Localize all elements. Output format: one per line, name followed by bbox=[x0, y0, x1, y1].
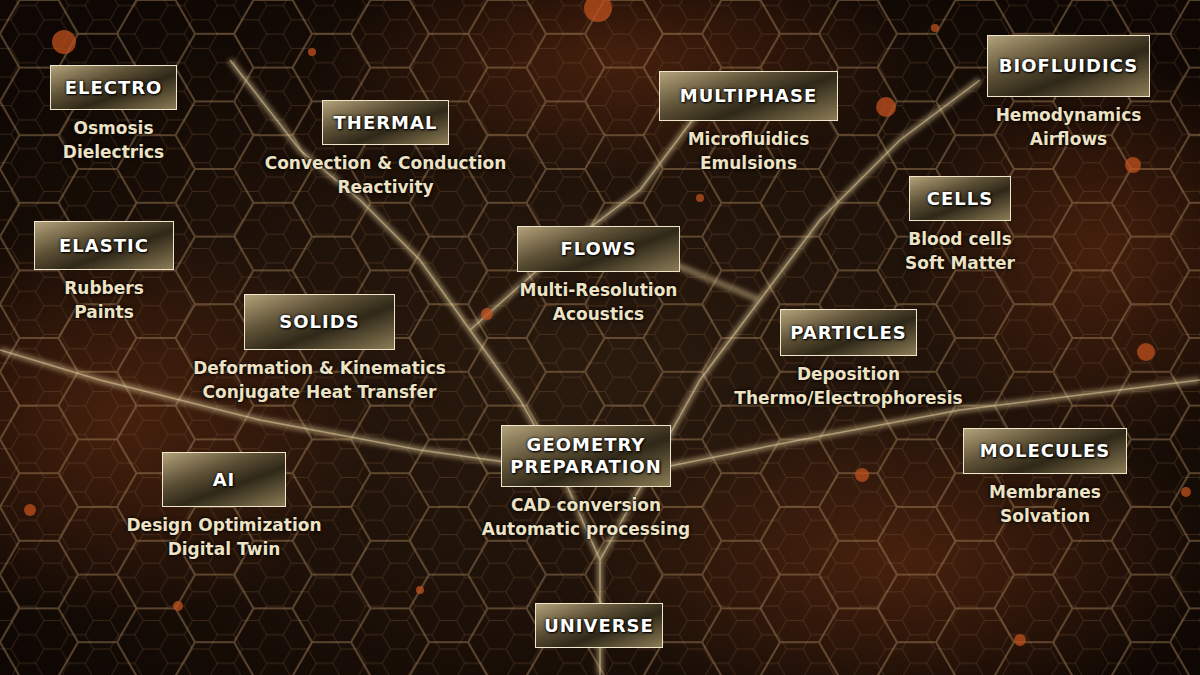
topic-title: CELLS bbox=[927, 188, 993, 210]
topic-item: Reactivity bbox=[337, 175, 433, 199]
topic-item: Conjugate Heat Transfer bbox=[203, 380, 437, 404]
topic-item: Rubbers bbox=[64, 276, 144, 300]
topic-item: Osmosis bbox=[73, 116, 153, 140]
topic-item: Digital Twin bbox=[168, 537, 281, 561]
topic-title: PARTICLES bbox=[790, 322, 906, 344]
topic-item: Airflows bbox=[1030, 127, 1107, 151]
topic-box: AI bbox=[162, 452, 286, 507]
topic-item: Design Optimization bbox=[127, 513, 322, 537]
topic-box: UNIVERSE bbox=[535, 603, 663, 648]
topic-node: FLOWS Multi-ResolutionAcoustics bbox=[517, 226, 680, 326]
topic-item: Dielectrics bbox=[63, 140, 164, 164]
topic-box: THERMAL bbox=[322, 100, 449, 145]
topic-title: GEOMETRY PREPARATION bbox=[510, 434, 662, 478]
topic-node: PARTICLES DepositionThermo/Electrophoresi… bbox=[734, 309, 962, 410]
topic-title: BIOFLUIDICS bbox=[999, 55, 1138, 77]
topic-item: Paints bbox=[74, 300, 134, 324]
topic-node: UNIVERSE bbox=[535, 603, 663, 648]
topic-box: FLOWS bbox=[517, 226, 680, 272]
topic-item: Emulsions bbox=[700, 151, 797, 175]
topic-item: Microfluidics bbox=[688, 127, 810, 151]
topic-title: ELECTRO bbox=[65, 77, 163, 99]
topic-title: SOLIDS bbox=[279, 311, 359, 333]
topic-box: BIOFLUIDICS bbox=[987, 35, 1150, 97]
topic-item: Deformation & Kinematics bbox=[193, 356, 446, 380]
topic-node: MOLECULES MembranesSolvation bbox=[963, 428, 1127, 528]
topic-item: Thermo/Electrophoresis bbox=[734, 386, 962, 410]
topic-box: CELLS bbox=[909, 176, 1011, 221]
topic-node: MULTIPHASE MicrofluidicsEmulsions bbox=[659, 71, 838, 175]
topic-box: SOLIDS bbox=[244, 294, 395, 350]
topic-title: AI bbox=[213, 469, 236, 491]
topic-item: Convection & Conduction bbox=[265, 151, 507, 175]
topic-node: SOLIDS Deformation & KinematicsConjugate … bbox=[193, 294, 446, 404]
topic-item: Soft Matter bbox=[905, 251, 1015, 275]
topic-item: Hemodynamics bbox=[996, 103, 1142, 127]
topic-item: Blood cells bbox=[908, 227, 1012, 251]
topic-item: CAD conversion bbox=[511, 493, 661, 517]
topic-title: THERMAL bbox=[334, 112, 438, 134]
topic-item: Automatic processing bbox=[482, 517, 690, 541]
topic-node: AI Design OptimizationDigital Twin bbox=[127, 452, 322, 561]
topic-node: BIOFLUIDICS HemodynamicsAirflows bbox=[987, 35, 1150, 151]
topic-node: ELECTRO OsmosisDielectrics bbox=[50, 65, 177, 164]
topic-node: CELLS Blood cellsSoft Matter bbox=[905, 176, 1015, 275]
topic-box: ELECTRO bbox=[50, 65, 177, 110]
topic-box: ELASTIC bbox=[34, 221, 174, 270]
topic-item: Membranes bbox=[989, 480, 1101, 504]
topic-title: UNIVERSE bbox=[544, 615, 654, 637]
topic-box: GEOMETRY PREPARATION bbox=[501, 425, 671, 487]
topic-box: MULTIPHASE bbox=[659, 71, 838, 121]
topic-item: Acoustics bbox=[553, 302, 644, 326]
topic-box: MOLECULES bbox=[963, 428, 1127, 474]
topic-node: ELASTIC RubbersPaints bbox=[34, 221, 174, 324]
topic-title: MOLECULES bbox=[980, 440, 1111, 462]
topic-title: FLOWS bbox=[560, 238, 636, 260]
topic-box: PARTICLES bbox=[780, 309, 917, 356]
topic-item: Multi-Resolution bbox=[520, 278, 678, 302]
topic-title: MULTIPHASE bbox=[680, 85, 817, 107]
topic-item: Deposition bbox=[797, 362, 900, 386]
topic-node: GEOMETRY PREPARATION CAD conversionAutoma… bbox=[482, 425, 690, 541]
topic-node: THERMAL Convection & ConductionReactivity bbox=[265, 100, 507, 199]
topic-item: Solvation bbox=[1000, 504, 1090, 528]
topic-title: ELASTIC bbox=[59, 235, 149, 257]
